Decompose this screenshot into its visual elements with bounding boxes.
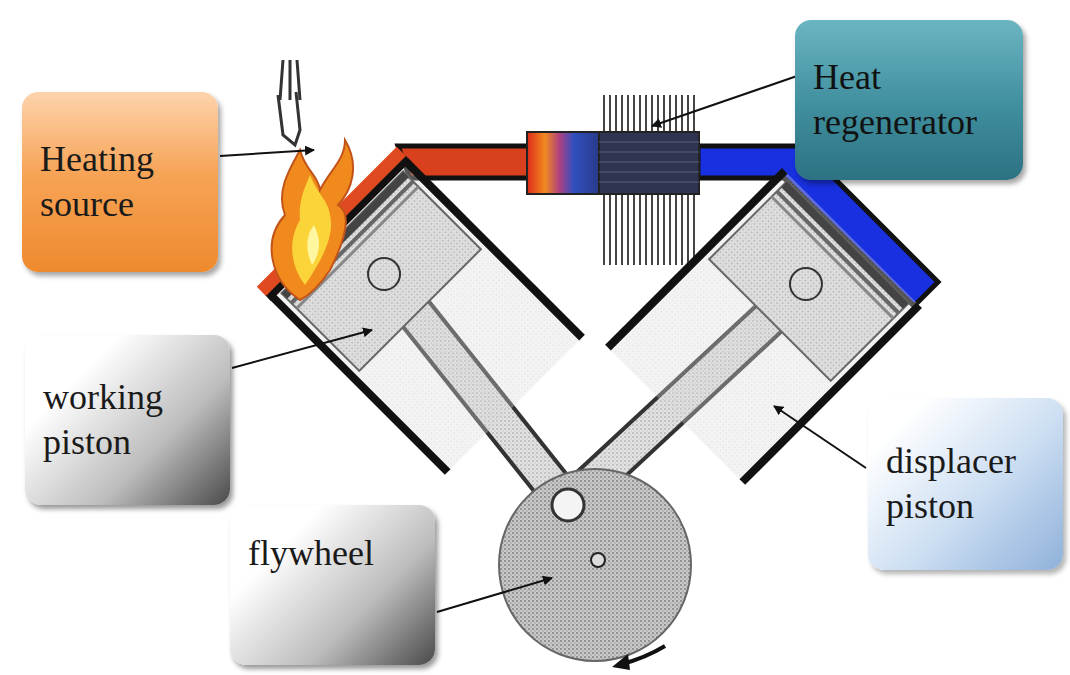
displacer-label-box: displacer piston xyxy=(868,398,1063,570)
heat-source-label-box: Heating source xyxy=(22,92,218,272)
regenerator-core xyxy=(527,132,599,194)
part-label: Heating source xyxy=(40,137,200,227)
part-label: Heat regenerator xyxy=(813,55,1005,145)
part-label: working piston xyxy=(43,375,212,465)
part-label: displacer piston xyxy=(886,439,1045,529)
flywheel-label-box: flywheel xyxy=(230,505,435,665)
flame xyxy=(272,60,353,300)
flywheel-disc xyxy=(499,469,691,670)
regenerator-mesh xyxy=(599,142,699,182)
regenerator-matrix xyxy=(599,132,699,194)
regenerator-label-box: Heat regenerator xyxy=(795,20,1023,180)
part-label: flywheel xyxy=(248,531,417,576)
working-piston-label-box: working piston xyxy=(25,335,230,505)
working-cylinder xyxy=(257,147,585,475)
